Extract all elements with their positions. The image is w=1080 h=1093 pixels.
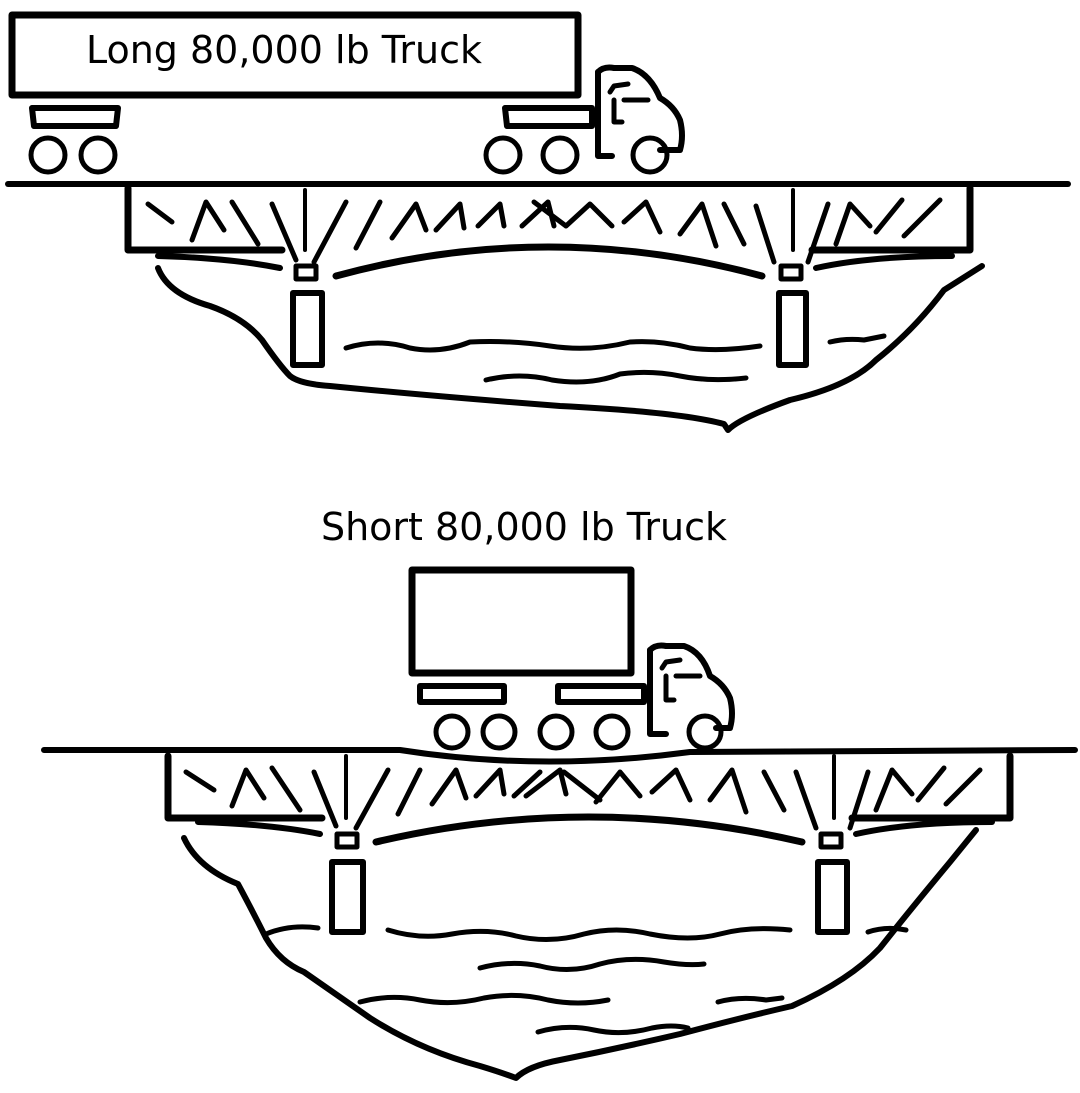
long-truck-wheel — [28, 135, 68, 175]
short-truck-cab — [647, 642, 735, 751]
bridge-pier-right-2 — [815, 831, 850, 935]
short-truck-label: Short 80,000 lb Truck — [321, 505, 727, 549]
bridge-pier-left-1 — [290, 263, 325, 368]
river-bank-2 — [181, 827, 979, 1081]
bridge-pier-left-2 — [329, 831, 366, 935]
water-waves-1 — [343, 333, 887, 385]
long-truck-cab — [595, 64, 685, 175]
long-truck-wheel — [78, 135, 118, 175]
road-deck-2 — [41, 747, 1078, 765]
short-truck-wheel — [593, 713, 631, 751]
short-truck-wheel — [537, 713, 575, 751]
long-truck-wheel — [540, 135, 580, 175]
short-truck-rear-axle — [417, 683, 507, 705]
short-truck-trailer — [408, 566, 635, 677]
long-truck-rear-axle — [29, 105, 121, 129]
long-truck-wheel — [483, 135, 523, 175]
long-truck-front-axle — [502, 105, 595, 129]
short-truck-front-axle — [555, 683, 647, 705]
scene-long-truck: Long 80,000 lb Truck — [5, 11, 1071, 433]
short-truck-wheel — [480, 713, 518, 751]
bridge-pier-right-1 — [776, 263, 809, 368]
water-waves-2 — [263, 924, 909, 1036]
short-truck — [408, 566, 735, 751]
bridge-truss-2 — [164, 752, 1014, 846]
long-truck-label: Long 80,000 lb Truck — [86, 28, 482, 72]
long-truck-trailer — [8, 11, 582, 99]
long-truck: Long 80,000 lb Truck — [8, 11, 685, 175]
scene-short-truck: Short 80,000 lb Truck — [41, 505, 1078, 1081]
river-bank-1 — [155, 263, 985, 433]
short-truck-wheel — [433, 713, 471, 751]
bridge-truss-1 — [124, 184, 974, 280]
